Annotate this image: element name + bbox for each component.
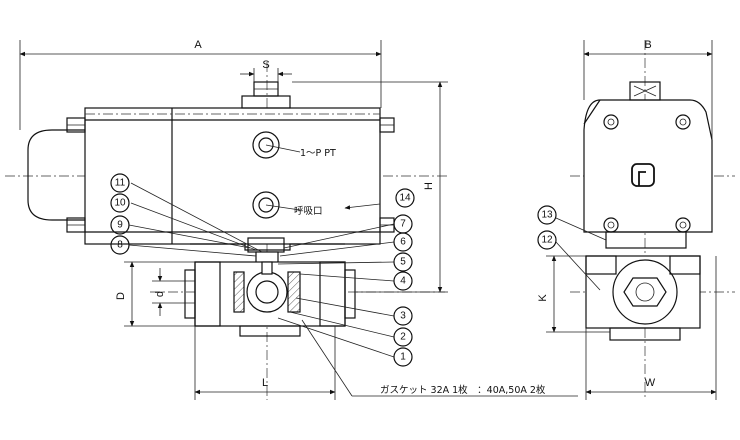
dim-label-d: d (154, 291, 166, 297)
dim-label-S: S (262, 59, 269, 71)
dim-label-H: H (423, 182, 435, 190)
side-view (570, 40, 735, 400)
callout-8: 8 (110, 235, 257, 257)
callout-14: 14 (395, 188, 415, 208)
svg-text:9: 9 (117, 220, 123, 231)
callout-4: 4 (299, 271, 413, 291)
svg-text:12: 12 (541, 235, 553, 246)
callout-10: 10 (110, 193, 257, 251)
svg-text:10: 10 (114, 198, 126, 209)
callout-12: 12 (537, 230, 601, 291)
breather-label: 呼吸口 (265, 203, 381, 217)
dim-label-A: A (194, 39, 202, 51)
svg-text:8: 8 (117, 240, 123, 251)
dim-label-B: B (644, 39, 651, 51)
gasket-note: ガスケット 32A 1枚 ：40A,50A 2枚 (301, 319, 578, 397)
port-label: 1～P PT (265, 144, 336, 159)
dimension-A: A (19, 39, 382, 130)
svg-text:7: 7 (400, 219, 406, 230)
dimension-L: L (194, 326, 336, 400)
dimension-K: K (537, 255, 610, 333)
svg-text:1: 1 (400, 352, 406, 363)
dim-label-D: D (115, 292, 127, 300)
dim-label-W: W (645, 377, 656, 389)
svg-text:14: 14 (399, 193, 411, 204)
front-view (5, 62, 448, 400)
dimension-H: H (292, 81, 448, 293)
gasket-note-text: ガスケット 32A 1枚 ：40A,50A 2枚 (380, 384, 546, 396)
svg-text:3: 3 (400, 311, 406, 322)
svg-text:5: 5 (400, 257, 406, 268)
dimension-B: B (583, 39, 713, 140)
callout-3: 3 (295, 297, 413, 326)
breather-label-text: 呼吸口 (294, 206, 323, 217)
svg-text:2: 2 (400, 332, 406, 343)
svg-text:4: 4 (400, 276, 406, 287)
dimension-D: D (115, 261, 195, 327)
dimension-S: S (240, 59, 292, 82)
port-label-text: 1～P PT (300, 148, 336, 159)
svg-text:6: 6 (400, 237, 406, 248)
callout-1: 1 (277, 317, 413, 367)
callout-5: 5 (277, 252, 413, 272)
callout-9: 9 (110, 215, 251, 249)
svg-text:13: 13 (541, 210, 553, 221)
callout-2: 2 (289, 311, 413, 347)
callout-11: 11 (110, 173, 263, 253)
dim-label-L: L (262, 377, 268, 389)
callout-13: 13 (537, 205, 607, 241)
dim-label-K: K (537, 294, 549, 302)
dimension-d: d (152, 268, 195, 316)
svg-text:11: 11 (115, 178, 126, 189)
callout-6: 6 (279, 232, 413, 257)
dimension-W: W (585, 256, 717, 400)
